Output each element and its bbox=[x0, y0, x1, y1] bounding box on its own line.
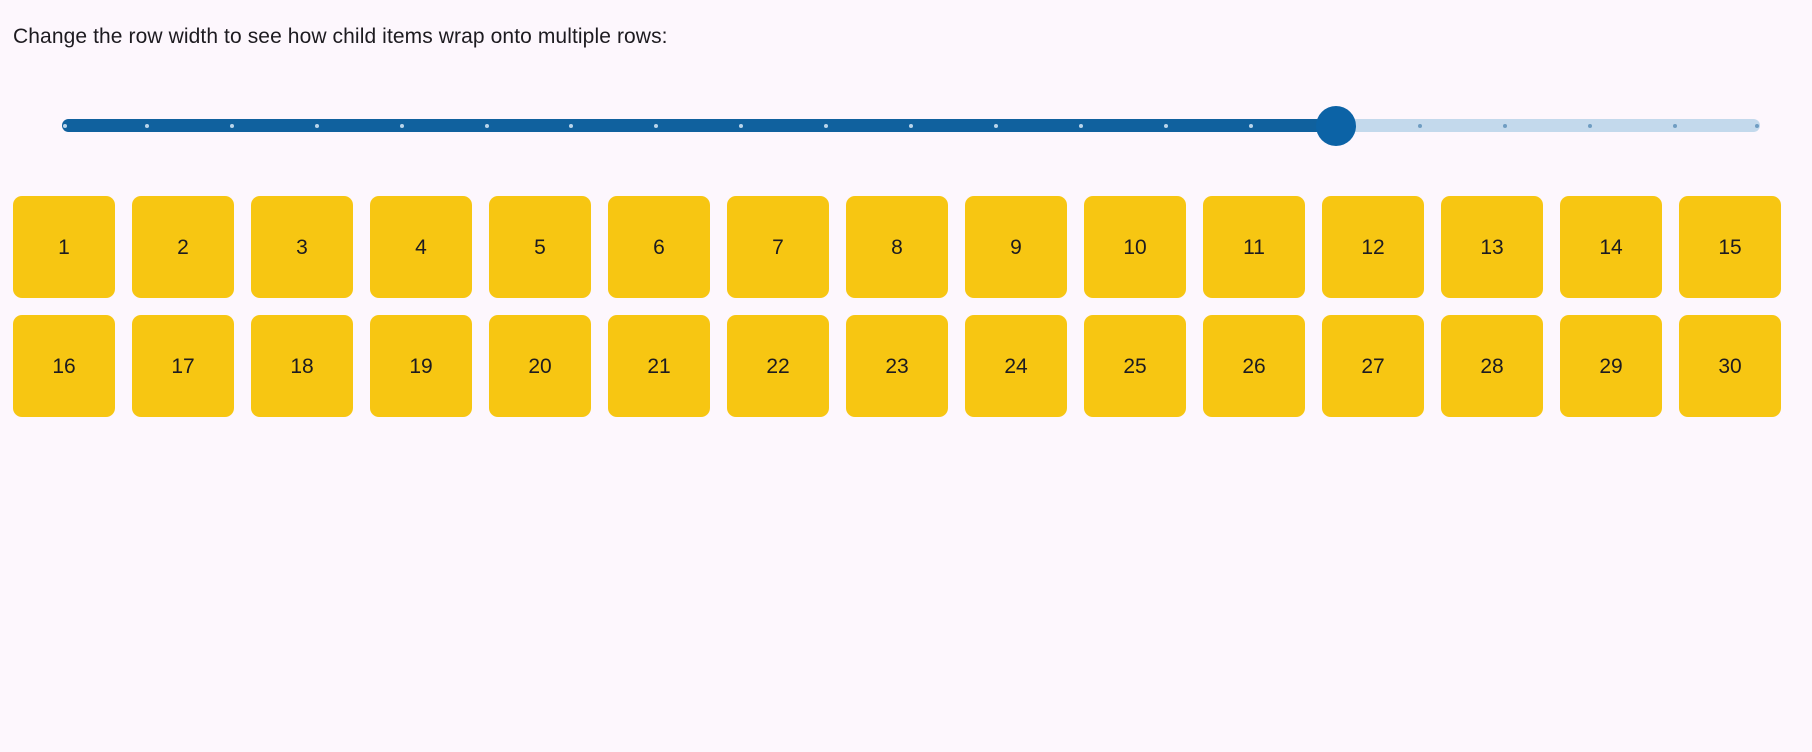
slider-thumb[interactable] bbox=[1315, 105, 1356, 146]
slider-track-remaining[interactable] bbox=[1335, 119, 1760, 132]
slider-region bbox=[0, 98, 1812, 154]
slider-tick bbox=[569, 123, 574, 128]
wrap-item: 23 bbox=[846, 315, 948, 417]
wrap-item: 6 bbox=[608, 196, 710, 298]
wrap-item: 1 bbox=[13, 196, 115, 298]
slider-tick bbox=[399, 123, 404, 128]
slider-tick bbox=[824, 123, 829, 128]
slider-tick bbox=[314, 123, 319, 128]
wrap-item: 11 bbox=[1203, 196, 1305, 298]
slider-tick bbox=[1078, 123, 1083, 128]
wrap-item: 20 bbox=[489, 315, 591, 417]
slider-tick bbox=[484, 123, 489, 128]
wrap-item: 22 bbox=[727, 315, 829, 417]
slider-tick bbox=[654, 123, 659, 128]
wrap-item: 28 bbox=[1441, 315, 1543, 417]
slider-tick bbox=[1588, 123, 1593, 128]
slider-tick-marks bbox=[62, 119, 1760, 132]
slider-tick bbox=[1163, 123, 1168, 128]
wrap-item: 10 bbox=[1084, 196, 1186, 298]
wrap-item: 26 bbox=[1203, 315, 1305, 417]
wrap-item: 13 bbox=[1441, 196, 1543, 298]
slider-tick bbox=[1418, 123, 1423, 128]
slider-tick bbox=[229, 123, 234, 128]
wrap-item: 29 bbox=[1560, 315, 1662, 417]
slider-tick bbox=[739, 123, 744, 128]
wrap-item: 17 bbox=[132, 315, 234, 417]
wrap-item: 27 bbox=[1322, 315, 1424, 417]
slider-tick bbox=[993, 123, 998, 128]
wrap-item: 8 bbox=[846, 196, 948, 298]
slider-tick bbox=[909, 123, 913, 128]
wrap-item: 30 bbox=[1679, 315, 1781, 417]
wrap-item: 21 bbox=[608, 315, 710, 417]
wrap-item: 9 bbox=[965, 196, 1067, 298]
wrap-item: 19 bbox=[370, 315, 472, 417]
slider-tick bbox=[1755, 123, 1759, 128]
wrap-item: 25 bbox=[1084, 315, 1186, 417]
instruction-text: Change the row width to see how child it… bbox=[13, 25, 668, 48]
wrap-item: 2 bbox=[132, 196, 234, 298]
wrap-item: 5 bbox=[489, 196, 591, 298]
slider-tick bbox=[1503, 123, 1508, 128]
wrap-item: 18 bbox=[251, 315, 353, 417]
slider-track-filled[interactable] bbox=[62, 119, 1336, 132]
wrap-item: 7 bbox=[727, 196, 829, 298]
wrap-item: 24 bbox=[965, 315, 1067, 417]
slider-tick bbox=[63, 123, 67, 128]
slider-tick bbox=[1673, 123, 1678, 128]
wrap-item: 3 bbox=[251, 196, 353, 298]
wrap-item: 16 bbox=[13, 315, 115, 417]
wrap-item: 15 bbox=[1679, 196, 1781, 298]
slider-tick bbox=[144, 123, 149, 128]
wrap-item: 12 bbox=[1322, 196, 1424, 298]
wrap-item: 14 bbox=[1560, 196, 1662, 298]
wrap-item: 4 bbox=[370, 196, 472, 298]
row-width-slider[interactable] bbox=[62, 98, 1760, 154]
slider-tick bbox=[1248, 123, 1253, 128]
